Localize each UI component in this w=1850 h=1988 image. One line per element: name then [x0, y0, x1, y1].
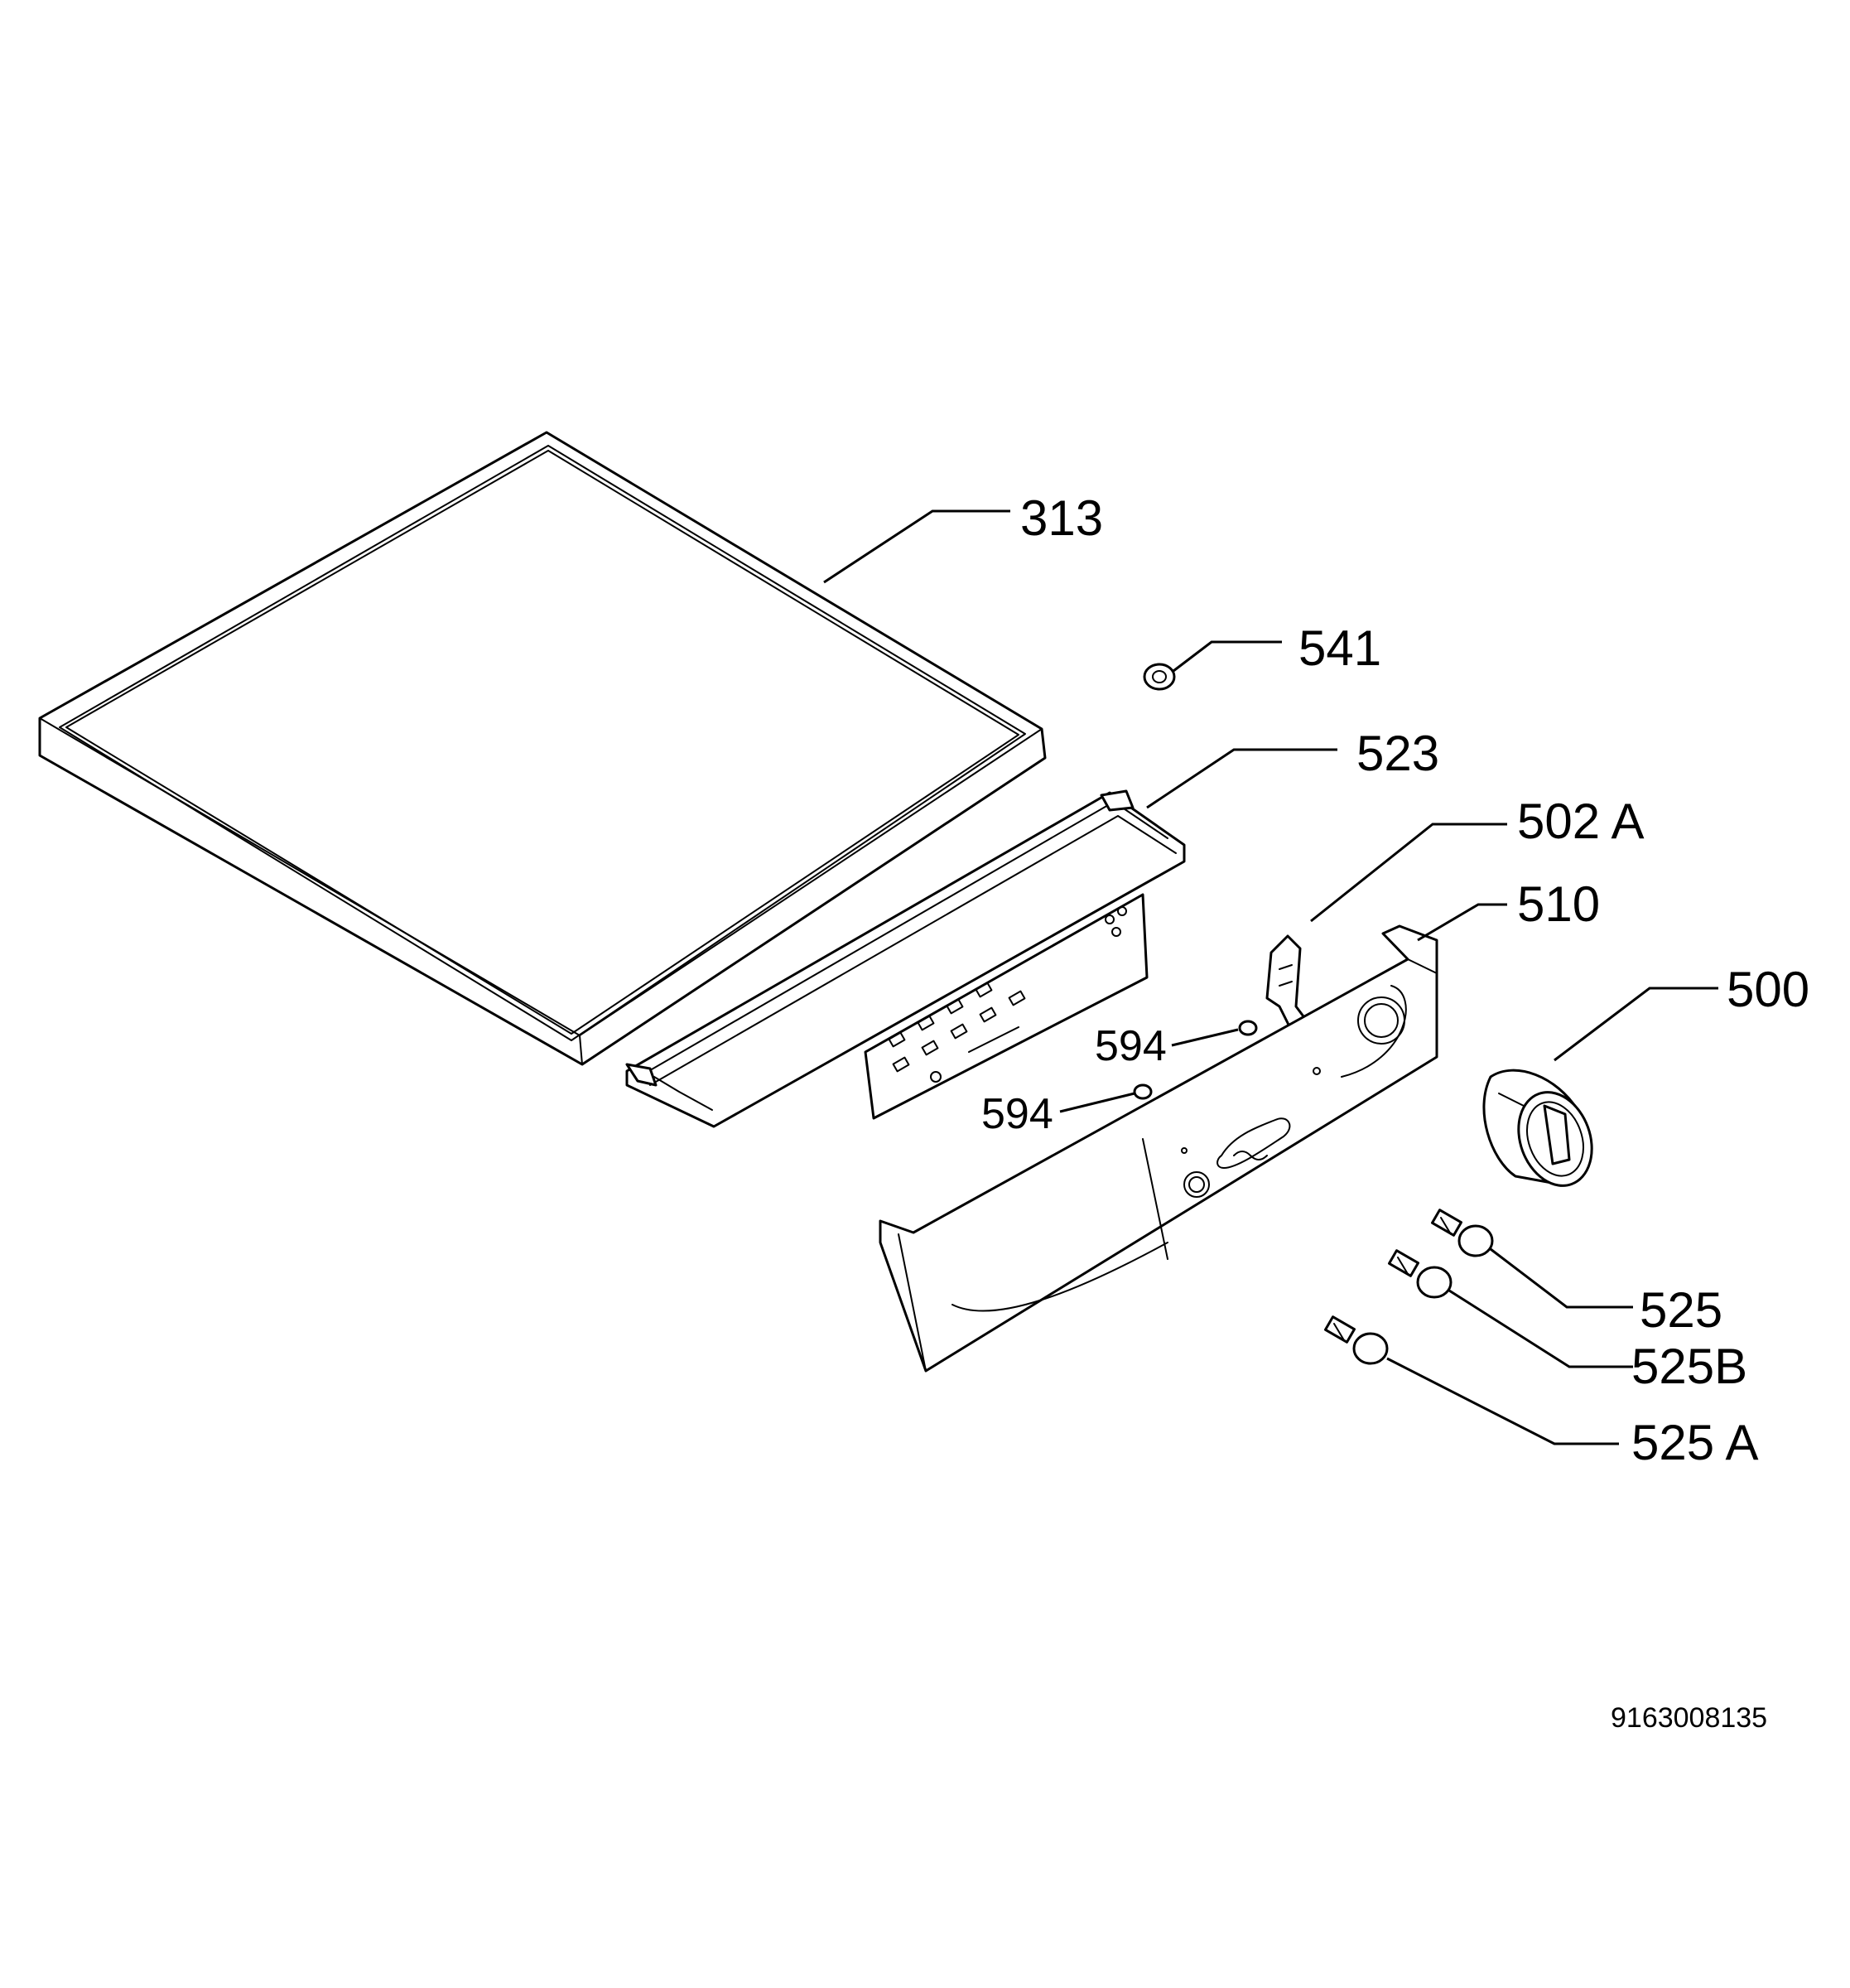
- label-541: 541: [1298, 620, 1381, 676]
- label-500: 500: [1727, 962, 1809, 1017]
- bracket-part-523: [625, 789, 1186, 1128]
- leader-525: [1490, 1247, 1633, 1309]
- leader-510: [1417, 903, 1507, 942]
- worktop-part-313: [38, 431, 1047, 1066]
- label-525a: 525 A: [1631, 1415, 1759, 1470]
- document-number: 9163008135: [1611, 1702, 1767, 1734]
- label-525b: 525B: [1631, 1339, 1747, 1394]
- screw-part-594-lower: [1133, 1083, 1153, 1100]
- label-313: 313: [1020, 490, 1103, 546]
- leader-525a: [1386, 1357, 1619, 1445]
- grommet-part-541: [1143, 663, 1176, 691]
- label-525: 525: [1640, 1282, 1722, 1338]
- leader-525b: [1448, 1289, 1633, 1368]
- part-labels: 313 541 523 502 A 510 500 594 594 525 52…: [981, 490, 1809, 1470]
- label-523: 523: [1356, 726, 1439, 781]
- label-502a: 502 A: [1517, 794, 1645, 849]
- leader-lines: [823, 509, 1718, 1445]
- label-510: 510: [1517, 876, 1600, 932]
- screw-part-594-upper: [1238, 1020, 1258, 1036]
- button-part-525b: [1388, 1249, 1453, 1299]
- leader-523: [1146, 748, 1337, 809]
- control-panel-part-510: [879, 924, 1438, 1373]
- button-part-525a: [1324, 1315, 1389, 1365]
- leader-313: [823, 509, 1010, 584]
- label-594-lower: 594: [981, 1090, 1053, 1138]
- leader-594-lower: [1059, 1092, 1135, 1113]
- leader-541: [1173, 640, 1282, 673]
- leader-500: [1554, 987, 1718, 1062]
- button-part-525: [1431, 1209, 1494, 1257]
- leader-502a: [1310, 823, 1507, 923]
- leader-594-upper: [1171, 1028, 1239, 1047]
- knob-part-500: [1482, 1069, 1593, 1187]
- label-594-upper: 594: [1095, 1022, 1167, 1070]
